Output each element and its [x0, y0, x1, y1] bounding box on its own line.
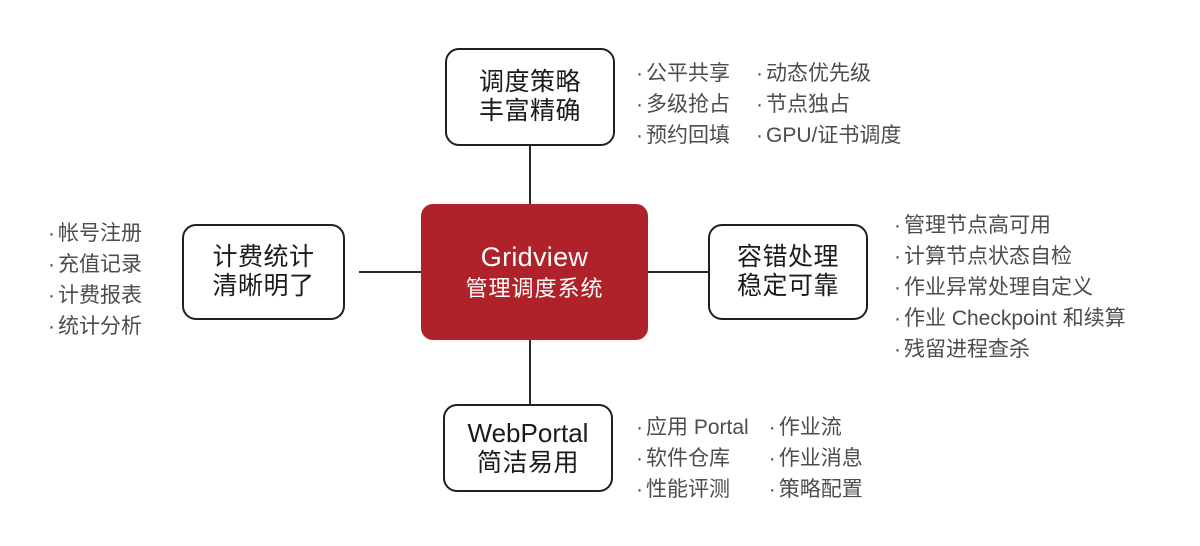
node-scheduling-line1: 调度策略 — [478, 67, 581, 96]
list-item: 公平共享 — [636, 58, 730, 89]
node-fault-line2: 稳定可靠 — [736, 272, 839, 300]
feature-list-billing-column-1: 帐号注册 充值记录 计费报表 统计分析 — [48, 218, 142, 342]
list-item: 残留进程查杀 — [894, 334, 1126, 365]
list-item: 作业 Checkpoint 和续算 — [894, 303, 1126, 334]
list-item: 应用 Portal — [636, 412, 749, 443]
connector-center-to-bottom — [529, 340, 531, 404]
feature-list-billing: 帐号注册 充值记录 计费报表 统计分析 — [48, 218, 142, 342]
feature-list-webportal-column-2: 作业流 作业消息 策略配置 — [769, 412, 863, 505]
list-item: 管理节点高可用 — [894, 210, 1126, 241]
list-item: 计算节点状态自检 — [894, 241, 1126, 272]
node-fault-tolerance[interactable]: 容错处理 稳定可靠 — [708, 224, 868, 320]
feature-list-fault-tolerance-column-1: 管理节点高可用 计算节点状态自检 作业异常处理自定义 作业 Checkpoint… — [894, 210, 1126, 365]
feature-list-scheduling-column-2: 动态优先级 节点独占 GPU/证书调度 — [756, 58, 901, 151]
list-item: 统计分析 — [48, 311, 142, 342]
list-item: 性能评测 — [636, 474, 749, 505]
node-gridview-line1: Gridview — [480, 242, 589, 273]
list-item: 预约回填 — [636, 120, 730, 151]
node-webportal[interactable]: WebPortal 简洁易用 — [443, 404, 613, 492]
node-gridview-center[interactable]: Gridview 管理调度系统 — [421, 204, 648, 340]
list-item: 动态优先级 — [756, 58, 901, 89]
node-webportal-line2: 简洁易用 — [476, 448, 579, 477]
feature-list-scheduling-column-1: 公平共享 多级抢占 预约回填 — [636, 58, 730, 151]
feature-list-webportal-column-1: 应用 Portal 软件仓库 性能评测 — [636, 412, 749, 505]
list-item: 充值记录 — [48, 249, 142, 280]
list-item: GPU/证书调度 — [756, 120, 901, 151]
list-item: 帐号注册 — [48, 218, 142, 249]
connector-center-to-top — [529, 146, 531, 204]
list-item: 节点独占 — [756, 89, 901, 120]
node-scheduling-line2: 丰富精确 — [478, 97, 581, 125]
node-billing-line2: 清晰明了 — [212, 272, 315, 300]
feature-list-scheduling: 公平共享 多级抢占 预约回填 动态优先级 节点独占 GPU/证书调度 — [636, 58, 901, 151]
list-item: 作业消息 — [769, 443, 863, 474]
list-item: 多级抢占 — [636, 89, 730, 120]
list-item: 策略配置 — [769, 474, 863, 505]
node-fault-line1: 容错处理 — [736, 242, 839, 271]
feature-list-fault-tolerance: 管理节点高可用 计算节点状态自检 作业异常处理自定义 作业 Checkpoint… — [894, 210, 1126, 365]
list-item: 作业异常处理自定义 — [894, 272, 1126, 303]
connector-center-to-left — [359, 271, 421, 273]
node-billing-statistics[interactable]: 计费统计 清晰明了 — [182, 224, 345, 320]
node-gridview-line2: 管理调度系统 — [465, 275, 604, 301]
node-billing-line1: 计费统计 — [212, 242, 315, 271]
list-item: 作业流 — [769, 412, 863, 443]
list-item: 软件仓库 — [636, 443, 749, 474]
connector-center-to-right — [648, 271, 708, 273]
feature-list-webportal: 应用 Portal 软件仓库 性能评测 作业流 作业消息 策略配置 — [636, 412, 863, 505]
node-scheduling-strategy[interactable]: 调度策略 丰富精确 — [445, 48, 615, 146]
list-item: 计费报表 — [48, 280, 142, 311]
node-webportal-line1: WebPortal — [467, 417, 589, 448]
